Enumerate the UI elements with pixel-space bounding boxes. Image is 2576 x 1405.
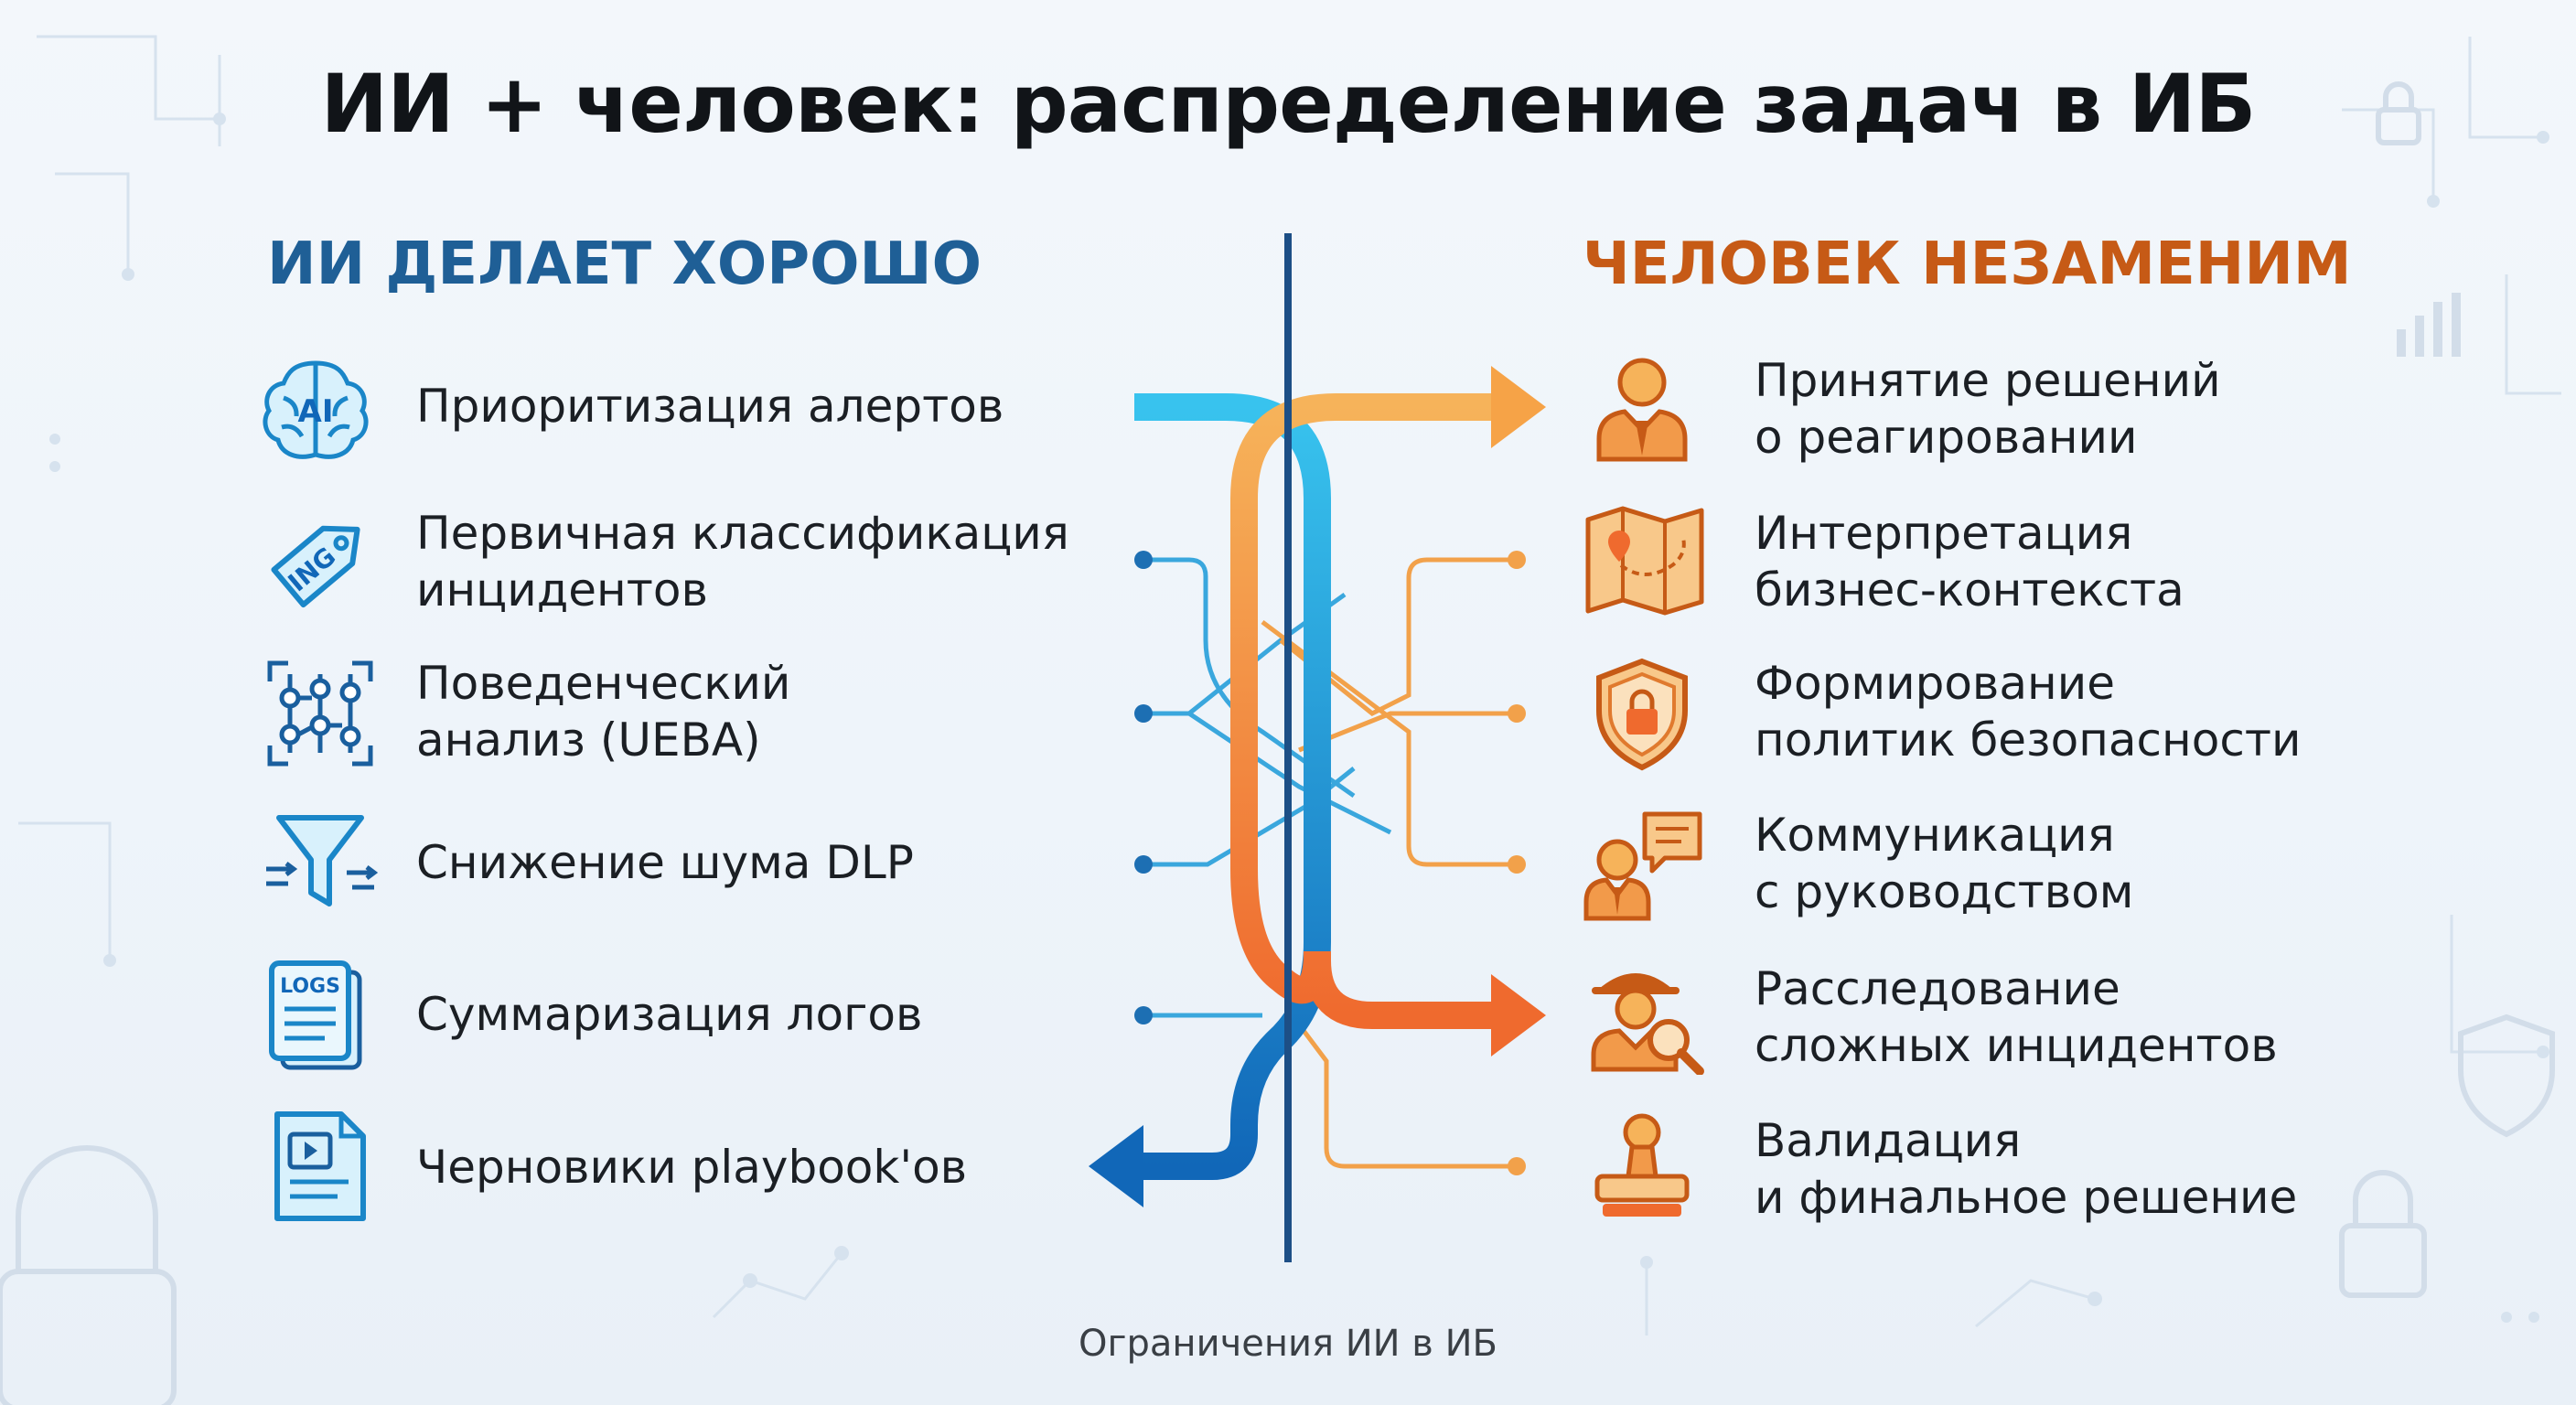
ai-output-arrow	[1089, 1125, 1143, 1207]
detective-icon	[1581, 956, 1704, 1076]
human-thin-connectors	[1261, 557, 1517, 1169]
human-task-label-line: о реагировании	[1755, 411, 2138, 464]
human-task-business-context: Интерпретация бизнес-контекста	[1755, 505, 2184, 618]
ai-column-heading: ИИ ДЕЛАЕТ ХОРОШО	[267, 231, 982, 298]
human-main-flow	[1230, 393, 1491, 1029]
human-task-label-line: сложных инцидентов	[1755, 1019, 2278, 1072]
human-task-label-line: Формирование	[1755, 657, 2115, 710]
human-task-label-line: Расследование	[1755, 962, 2120, 1015]
human-task-final-validation: Валидация и финальное решение	[1755, 1112, 2297, 1226]
playbook-draft-icon	[261, 1107, 380, 1226]
human-task-label-line: Валидация	[1755, 1114, 2022, 1167]
ai-task-label-line: Черновики playbook'ов	[416, 1141, 968, 1194]
behavior-analysis-icon	[261, 654, 380, 773]
svg-text:AI: AI	[298, 393, 334, 430]
page-title: ИИ + человек: распределение задач в ИБ	[320, 57, 2257, 151]
human-column-heading: ЧЕЛОВЕК НЕЗАМЕНИМ	[1583, 231, 2352, 298]
logs-document-icon: LOGS	[261, 956, 380, 1075]
ai-task-playbook-drafts: Черновики playbook'ов	[416, 1139, 967, 1196]
human-task-security-policies: Формирование политик безопасности	[1755, 655, 2301, 768]
ai-task-label-line: Суммаризация логов	[416, 988, 923, 1041]
human-task-response-decisions: Принятие решений о реагировании	[1755, 352, 2221, 466]
map-icon	[1581, 501, 1704, 620]
filter-funnel-icon	[261, 805, 380, 924]
ai-task-alert-prioritization: Приоритизация алертов	[416, 378, 1004, 434]
decision-arrow-top	[1491, 366, 1546, 448]
ai-task-label-line: Поведенческий	[416, 657, 791, 710]
shield-lock-icon	[1583, 654, 1701, 773]
human-task-label-line: Принятие решений	[1755, 354, 2221, 407]
ai-brain-icon: AI	[256, 352, 375, 471]
ai-task-log-summary: Суммаризация логов	[416, 986, 922, 1043]
svg-text:LOGS: LOGS	[280, 975, 340, 998]
communication-icon	[1581, 805, 1702, 924]
decision-arrow-bottom	[1491, 974, 1546, 1056]
ai-task-behavior-analysis: Поведенческий анализ (UEBA)	[416, 655, 790, 768]
human-task-label-line: Коммуникация	[1755, 809, 2115, 862]
ai-task-dlp-noise: Снижение шума DLP	[416, 834, 914, 891]
decision-maker-icon	[1583, 348, 1701, 467]
center-divider	[1284, 233, 1292, 1262]
ai-task-label-line: Снижение шума DLP	[416, 836, 914, 889]
human-task-label-line: политик безопасности	[1755, 713, 2302, 767]
human-task-label-line: и финальное решение	[1755, 1171, 2298, 1224]
human-task-label-line: бизнес-контекста	[1755, 563, 2184, 617]
human-task-label-line: с руководством	[1755, 865, 2134, 918]
human-task-complex-investigation: Расследование сложных инцидентов	[1755, 960, 2278, 1074]
ai-task-label-line: инцидентов	[416, 563, 708, 617]
human-task-management-communication: Коммуникация с руководством	[1755, 807, 2134, 920]
ai-task-label-line: Приоритизация алертов	[416, 380, 1004, 433]
footer-caption: Ограничения ИИ в ИБ	[1079, 1323, 1497, 1365]
approval-stamp-icon	[1583, 1107, 1701, 1226]
human-task-label-line: Интерпретация	[1755, 507, 2133, 560]
tag-icon: ING	[261, 501, 380, 620]
ai-task-incident-classification: Первичная классификация инцидентов	[416, 505, 1069, 618]
ai-task-label-line: анализ (UEBA)	[416, 713, 761, 767]
ai-task-label-line: Первичная классификация	[416, 507, 1069, 560]
